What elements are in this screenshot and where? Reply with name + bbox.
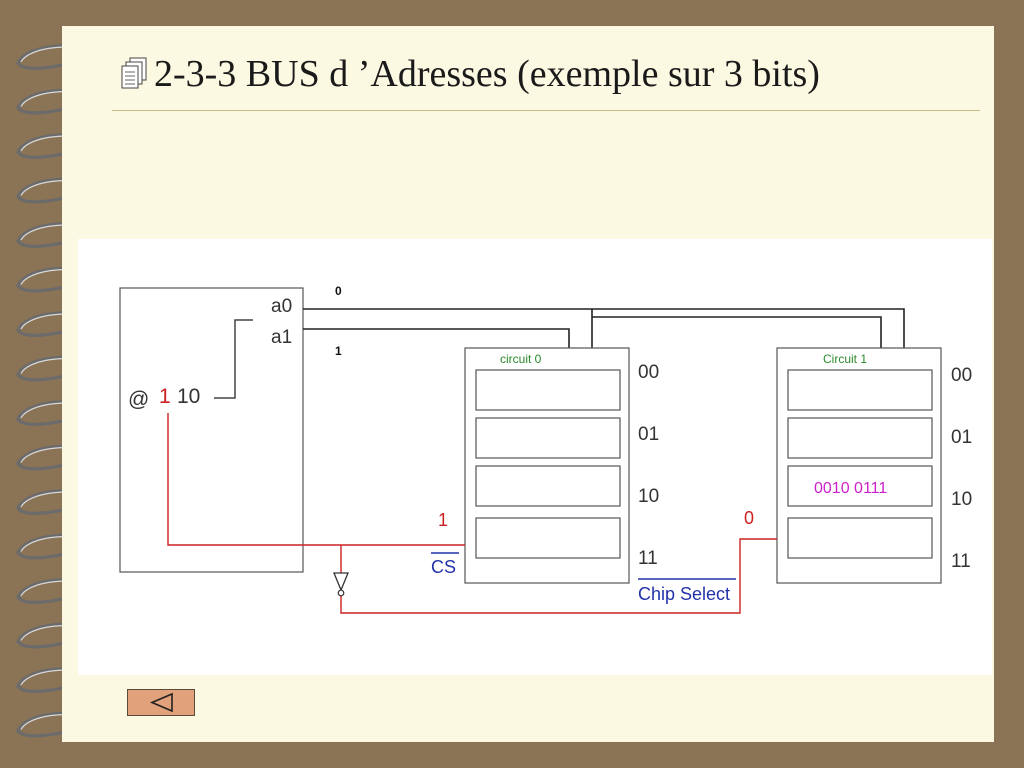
circuit-1-row-10: 10: [951, 489, 972, 510]
slide-title-text: 2-3-3 BUS d ’Adresses (exemple sur 3 bit…: [154, 53, 820, 95]
back-button[interactable]: [127, 689, 195, 716]
inverter-gate: [333, 572, 349, 597]
circuit-1-row-11: 11: [951, 551, 971, 572]
notes-icon: [121, 57, 147, 89]
address-low-bits: 10: [177, 385, 200, 408]
circuit-1-row-00: 00: [951, 365, 972, 386]
circuit-0-title: circuit 0: [500, 352, 542, 366]
cs-label: CS: [431, 557, 456, 577]
circuit-1-row-01: 01: [951, 427, 972, 448]
slide-title: 2-3-3 BUS d ’Adresses (exemple sur 3 bit…: [118, 52, 820, 96]
chip-select-label: Chip Select: [638, 584, 730, 604]
address-low-link: [214, 319, 253, 399]
circuit-0-row-10: 10: [638, 486, 659, 507]
address-msb-bit: 1: [159, 385, 171, 408]
circuit-1-cell-10-value: 0010 0111: [814, 480, 887, 497]
circuit-0-cells: [475, 369, 621, 559]
bus-bit-a1: 1: [335, 344, 342, 358]
address-prefix: @: [128, 388, 149, 411]
chip-select-lines: [167, 413, 777, 614]
circuit-0-row-11: 11: [638, 548, 658, 569]
pin-a0-label: a0: [271, 296, 292, 317]
pin-a1-label: a1: [271, 327, 292, 348]
triangle-left-icon: [149, 692, 173, 713]
circuit-1-title: Circuit 1: [823, 352, 867, 366]
address-bus-diagram: a0 a1 @ 1 10 0 1 circuit 0 Circuit 1 001…: [78, 239, 992, 675]
circuit-0-row-01: 01: [638, 424, 659, 445]
circuit-0-cs-value: 1: [438, 510, 448, 530]
circuit-1-cs-value: 0: [744, 508, 754, 528]
address-bus-lines: [303, 308, 905, 348]
address-source-box: [119, 287, 304, 573]
circuit-1-cells: [787, 369, 933, 559]
circuit-0-row-00: 00: [638, 362, 659, 383]
title-rule: [112, 110, 980, 111]
bus-bit-a0: 0: [335, 284, 342, 298]
